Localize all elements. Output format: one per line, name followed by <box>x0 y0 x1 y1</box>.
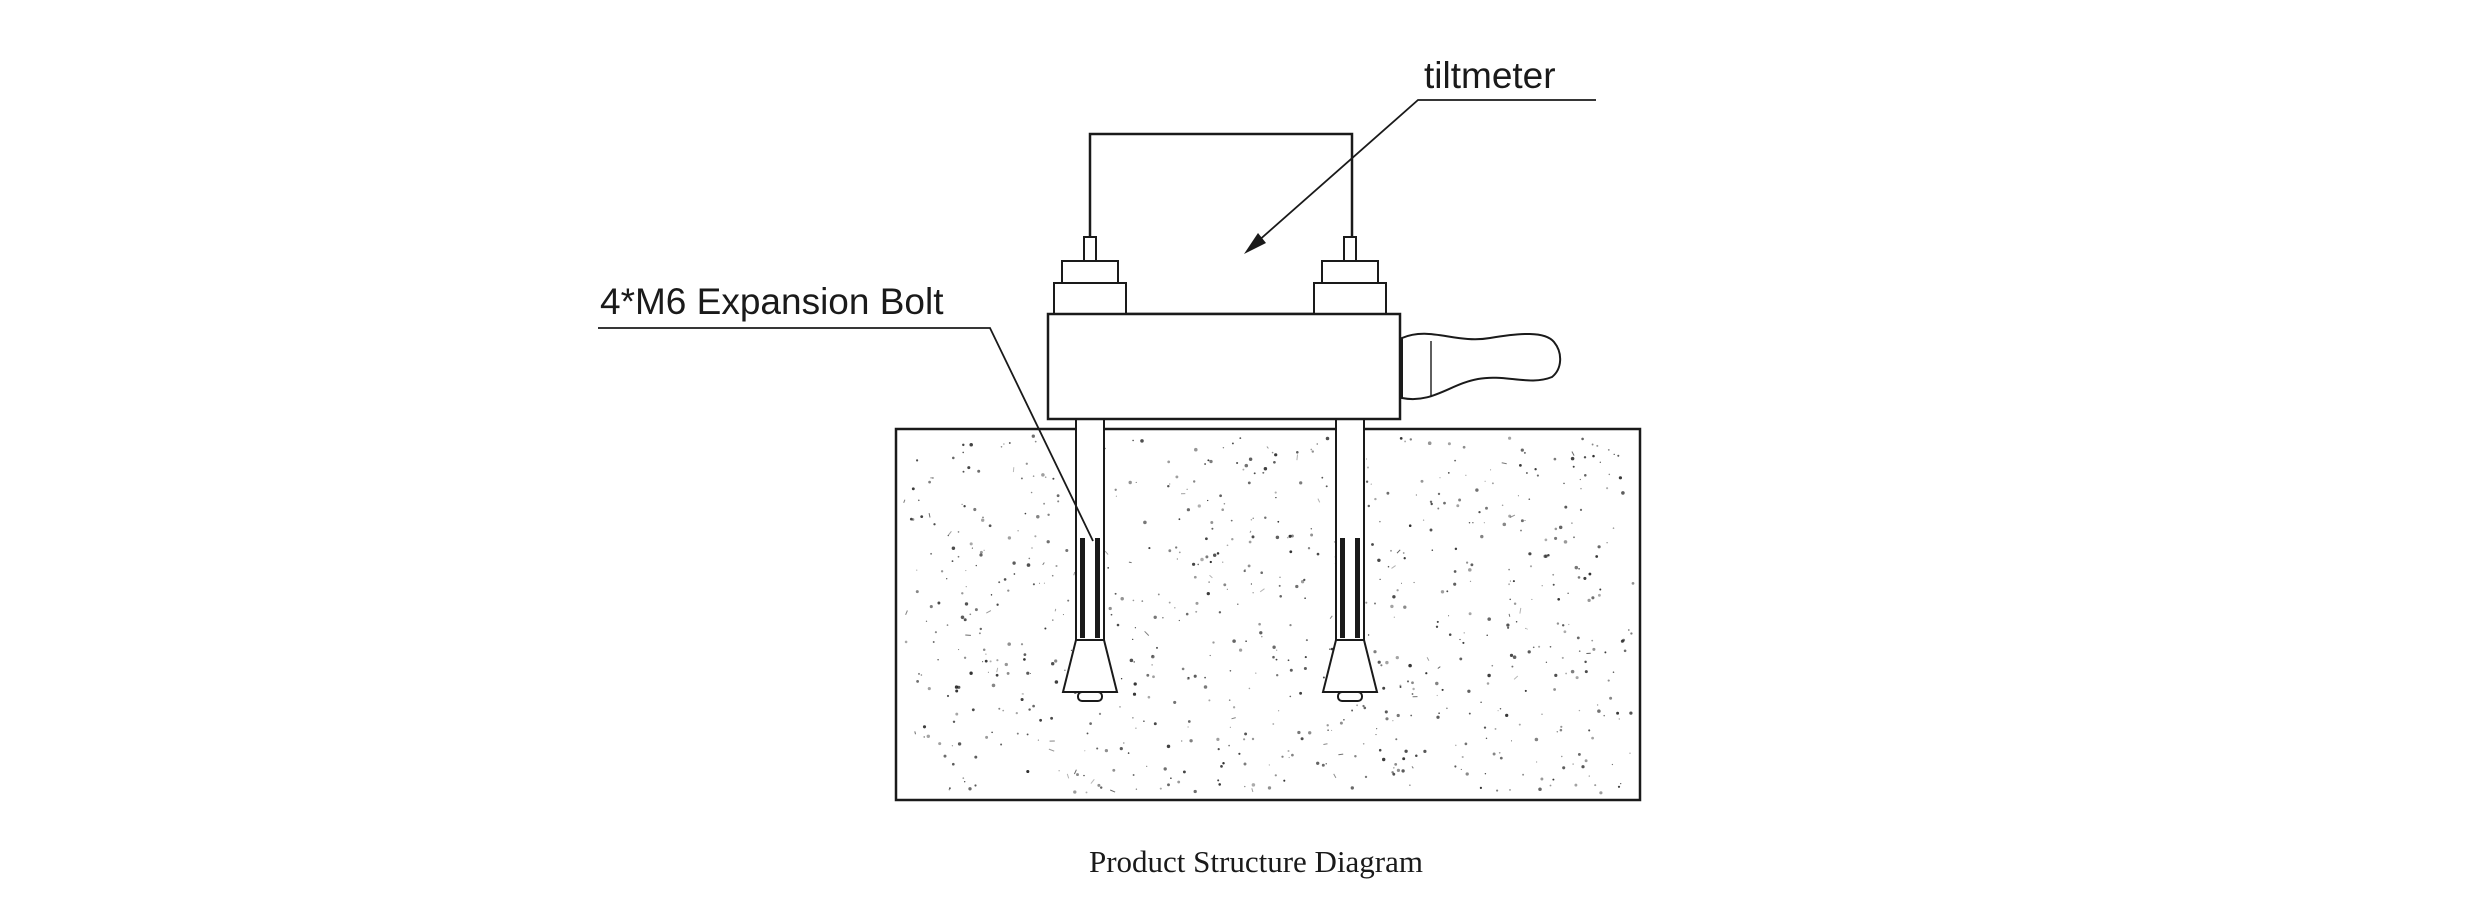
bolt-stud-left <box>1083 236 1097 262</box>
expansion-sleeve-left-a <box>1080 538 1085 638</box>
anchor-cone-left <box>1061 639 1119 693</box>
bolt-stack-right <box>1313 236 1387 315</box>
expansion-bolt-label: 4*M6 Expansion Bolt <box>600 281 944 322</box>
nut-upper-left <box>1061 260 1119 284</box>
mounting-plate <box>1046 312 1402 421</box>
nut-lower-left <box>1053 282 1127 315</box>
concrete-base <box>894 427 1642 802</box>
cable-connector <box>1401 332 1562 401</box>
expansion-sleeve-left-b <box>1095 538 1100 638</box>
expansion-bolt-leader-line <box>598 327 1094 542</box>
diagram-caption: Product Structure Diagram <box>1089 844 1423 879</box>
expansion-bolt-right <box>1321 418 1379 702</box>
anchor-tip-right <box>1337 691 1363 702</box>
expansion-sleeve-right-a <box>1340 538 1345 638</box>
expansion-bolt-left <box>1061 418 1119 702</box>
tiltmeter-body <box>1088 132 1354 316</box>
anchor-cone-right <box>1321 639 1379 693</box>
expansion-sleeve-right-b <box>1355 538 1360 638</box>
anchor-tip-left <box>1077 691 1103 702</box>
tiltmeter-leader-line <box>1247 99 1596 251</box>
nut-lower-right <box>1313 282 1387 315</box>
bolt-stud-right <box>1343 236 1357 262</box>
tiltmeter-label: tiltmeter <box>1424 55 1556 96</box>
nut-upper-right <box>1321 260 1379 284</box>
tiltmeter-arrowhead-icon <box>1244 233 1266 254</box>
